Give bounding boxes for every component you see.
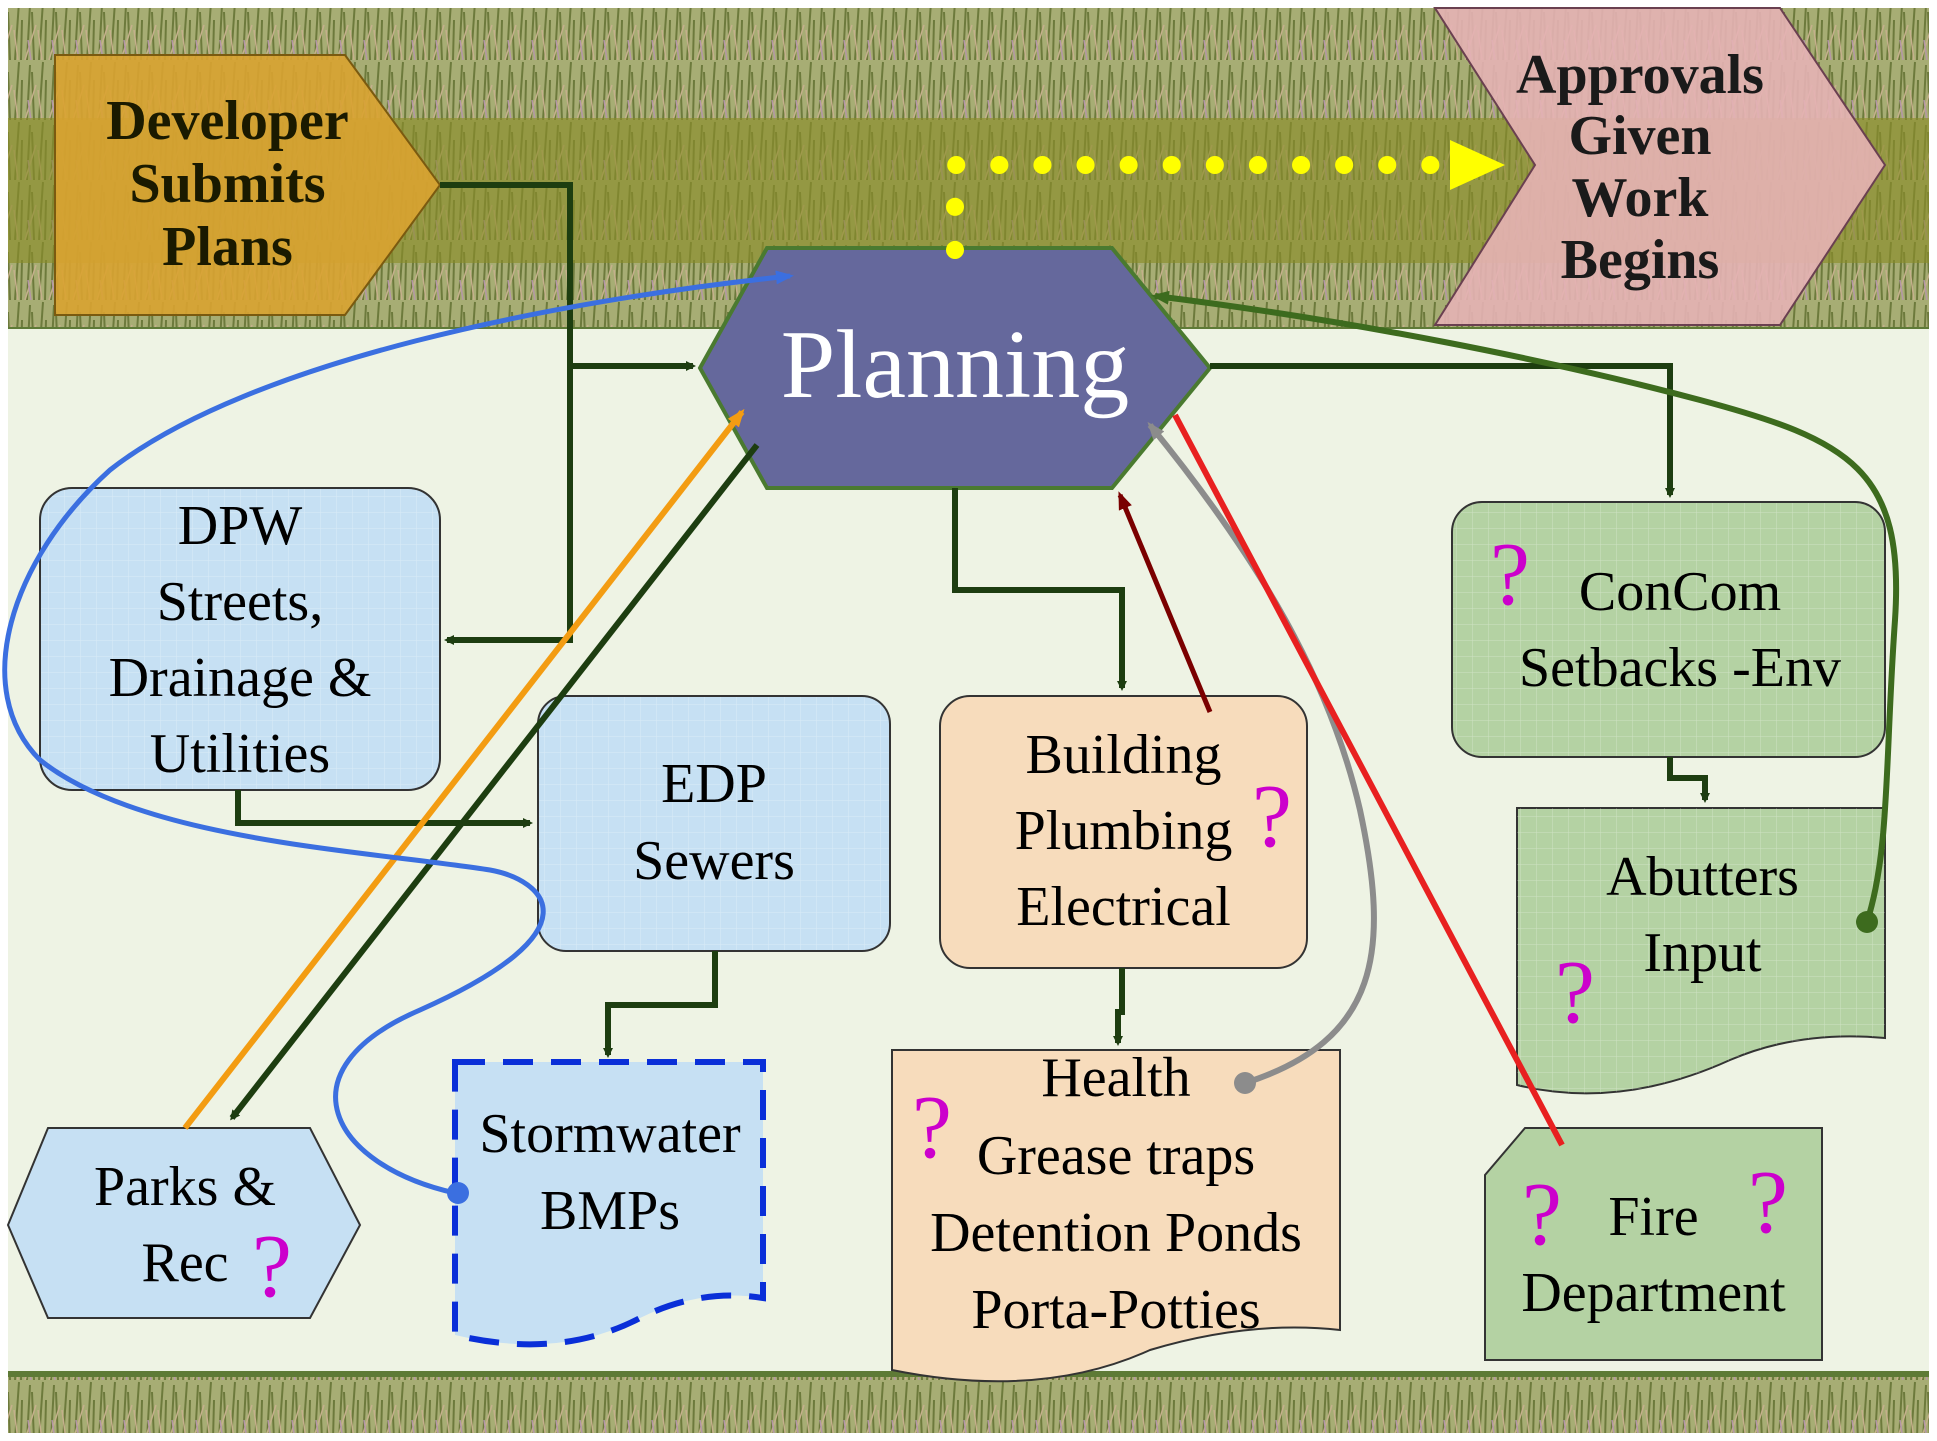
abutters-line-1: Abutters: [1606, 845, 1799, 908]
approvals-line-1: Approvals: [1516, 43, 1764, 106]
dpw-line-4: Utilities: [149, 723, 331, 786]
planning-label[interactable]: Planning: [780, 311, 1130, 419]
concom-line-2: Setbacks -Env: [1519, 637, 1841, 699]
parks-shape: [6, 1127, 362, 1319]
edp-label[interactable]: EDP Sewers: [538, 700, 890, 945]
fire-line-2: Department: [1521, 1262, 1786, 1324]
health-line-1: Health: [1041, 1047, 1191, 1110]
fire-question-mark-right: ?: [1748, 1153, 1788, 1252]
concom-line-1: ConCom: [1578, 560, 1782, 623]
health-line-4: Porta-Potties: [971, 1279, 1261, 1342]
stormwater-label[interactable]: Stormwater BMPs: [455, 1085, 765, 1260]
edp-line-2: Sewers: [633, 829, 795, 892]
developer-label: Developer Submits Plans: [55, 62, 400, 307]
stormwater-line-1: Stormwater: [479, 1103, 741, 1166]
arrow-building-to-planning: [1117, 491, 1213, 713]
arrow-stormwater-to-planning: [2, 270, 794, 1196]
approvals-line-3: Work: [1571, 167, 1709, 229]
health-line-2: Grease traps: [976, 1124, 1256, 1187]
dpw-line-2: Streets,: [156, 570, 324, 633]
health-label[interactable]: Health Grease traps Detention Ponds Port…: [892, 1047, 1340, 1341]
fire-line-1: Fire: [1608, 1185, 1699, 1248]
approvals-line-4: Begins: [1560, 228, 1720, 291]
concom-question-mark: ?: [1490, 525, 1530, 624]
building-label[interactable]: Building Plumbing Electrical: [940, 700, 1307, 962]
building-question-mark: ?: [1252, 767, 1292, 866]
dpw-line-3: Drainage &: [108, 647, 372, 709]
arrow-fire-to-planning: [1172, 413, 1565, 1147]
planning-shape: [697, 246, 1213, 490]
concom-label[interactable]: ConCom Setbacks -Env: [1480, 520, 1880, 740]
stormwater-box: [452, 1059, 766, 1348]
edp-line-1: EDP: [661, 753, 767, 816]
approvals-line-2: Given: [1568, 105, 1712, 168]
parks-line-2: Rec: [141, 1232, 229, 1294]
building-line-3: Electrical: [1016, 876, 1231, 939]
building-line-1: Building: [1025, 723, 1222, 786]
approvals-label: Approvals Given Work Begins: [1490, 18, 1790, 318]
arrow-health-to-planning: [1147, 421, 1377, 1086]
developer-shape: [54, 54, 442, 316]
developer-line-2: Submits: [129, 153, 326, 216]
abutters-line-2: Input: [1643, 922, 1762, 984]
health-question-mark: ?: [912, 1078, 952, 1177]
parks-line-1: Parks &: [94, 1155, 276, 1218]
developer-line-1: Developer: [106, 90, 349, 153]
abutters-label[interactable]: Abutters Input: [1520, 815, 1885, 1015]
approvals-shape: [1433, 7, 1887, 326]
fire-box: [1484, 1127, 1823, 1361]
parks-question-mark: ?: [252, 1217, 292, 1316]
grass-bottom-band: [8, 1376, 1929, 1433]
arrow-planning-to-approvals: [946, 140, 1509, 259]
fire-label[interactable]: Fire Department: [1485, 1155, 1822, 1355]
health-box: [891, 1049, 1341, 1383]
building-line-2: Plumbing: [1014, 799, 1233, 862]
parks-label[interactable]: Parks & Rec: [40, 1140, 330, 1310]
fire-question-mark-left: ?: [1522, 1165, 1562, 1264]
developer-line-3: Plans: [162, 215, 293, 278]
abutters-question-mark: ?: [1555, 943, 1595, 1042]
health-line-3: Detention Ponds: [930, 1202, 1302, 1264]
arrow-parks-to-planning: [182, 408, 745, 1130]
stormwater-line-2: BMPs: [539, 1179, 681, 1242]
dpw-line-1: DPW: [177, 494, 303, 557]
dpw-label[interactable]: DPW Streets, Drainage & Utilities: [40, 490, 440, 790]
arrow-abutters-to-planning: [1151, 290, 1900, 923]
connector-lines: [229, 182, 1710, 1121]
